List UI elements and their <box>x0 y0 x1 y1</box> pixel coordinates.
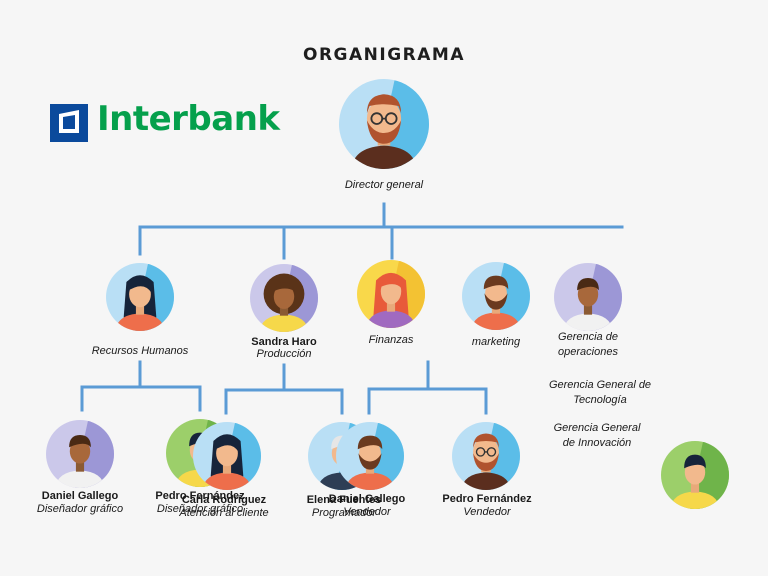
interbank-logo-icon <box>50 104 88 142</box>
avatar-man-white-shirt <box>46 420 114 488</box>
avatar-bearded-glasses-man <box>339 79 429 169</box>
avatar-woman-red-hair <box>357 260 425 328</box>
avatar-woman-curly-hair <box>250 264 318 332</box>
page-title: ORGANIGRAMA <box>303 45 465 65</box>
node-name: Carla Rodríguez <box>181 494 267 506</box>
avatar-man-white-shirt <box>554 263 622 331</box>
node-role: Atención al cliente <box>179 507 269 519</box>
node-name: Pedro Fernández <box>155 490 245 502</box>
node-name: Sandra Haro <box>251 336 317 348</box>
node-role: Gerencia de operaciones <box>558 331 618 358</box>
avatar-bearded-glasses-man <box>452 422 520 490</box>
node-role: marketing <box>471 336 521 348</box>
node-role: Producción <box>256 348 312 360</box>
avatar-woman-dark-hair <box>106 263 174 331</box>
node-role: Programador <box>311 507 377 519</box>
node-name: Elena Fuentes <box>306 494 382 506</box>
node-name: Daniel Gallego <box>328 493 406 505</box>
node-role: Director general <box>344 179 424 191</box>
avatar-bearded-man <box>462 262 530 330</box>
node-role: Recursos Humanos <box>91 345 189 357</box>
avatar-bearded-man <box>336 422 404 490</box>
interbank-logo: Interbank <box>50 99 280 145</box>
node-role: Vendedor <box>463 506 511 518</box>
unit-innovacion: Gerencia General de Innovación <box>553 422 641 449</box>
node-role: Finanzas <box>368 334 414 346</box>
avatar-woman-dark-hair <box>193 422 261 490</box>
node-role: Vendedor <box>343 506 391 518</box>
unit-tecnologia: Gerencia General de Tecnología <box>548 379 652 406</box>
node-name: Daniel Gallego <box>41 490 119 502</box>
logo-wordmark: Interbank <box>97 99 280 139</box>
node-role: Diseñador gráfico <box>36 503 124 515</box>
node-name: Pedro Fernández <box>442 493 532 505</box>
avatar-man-yellow-shirt <box>661 441 729 509</box>
node-role: Diseñador gráfico <box>156 503 244 515</box>
